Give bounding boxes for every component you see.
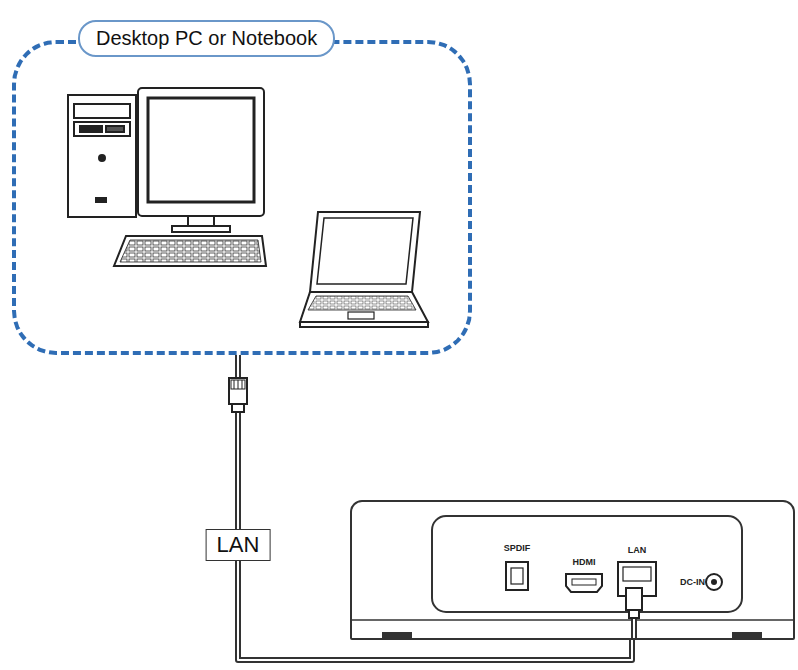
laptop — [300, 212, 428, 327]
port-label: LAN — [628, 545, 647, 555]
pc-tower — [68, 95, 136, 217]
region-heading: Desktop PC or Notebook — [78, 20, 335, 57]
keyboard — [114, 236, 266, 266]
monitor — [138, 88, 264, 232]
port-label: HDMI — [573, 557, 596, 567]
device-box: SPDIF HDMI LAN DC-IN — [350, 500, 795, 640]
computer-region: Desktop PC or Notebook — [12, 40, 472, 355]
cable-label: LAN — [206, 529, 271, 561]
port-label: SPDIF — [504, 543, 531, 553]
port-label: DC-IN — [680, 577, 705, 587]
lan-cable — [238, 355, 632, 660]
device-panel — [352, 502, 793, 638]
